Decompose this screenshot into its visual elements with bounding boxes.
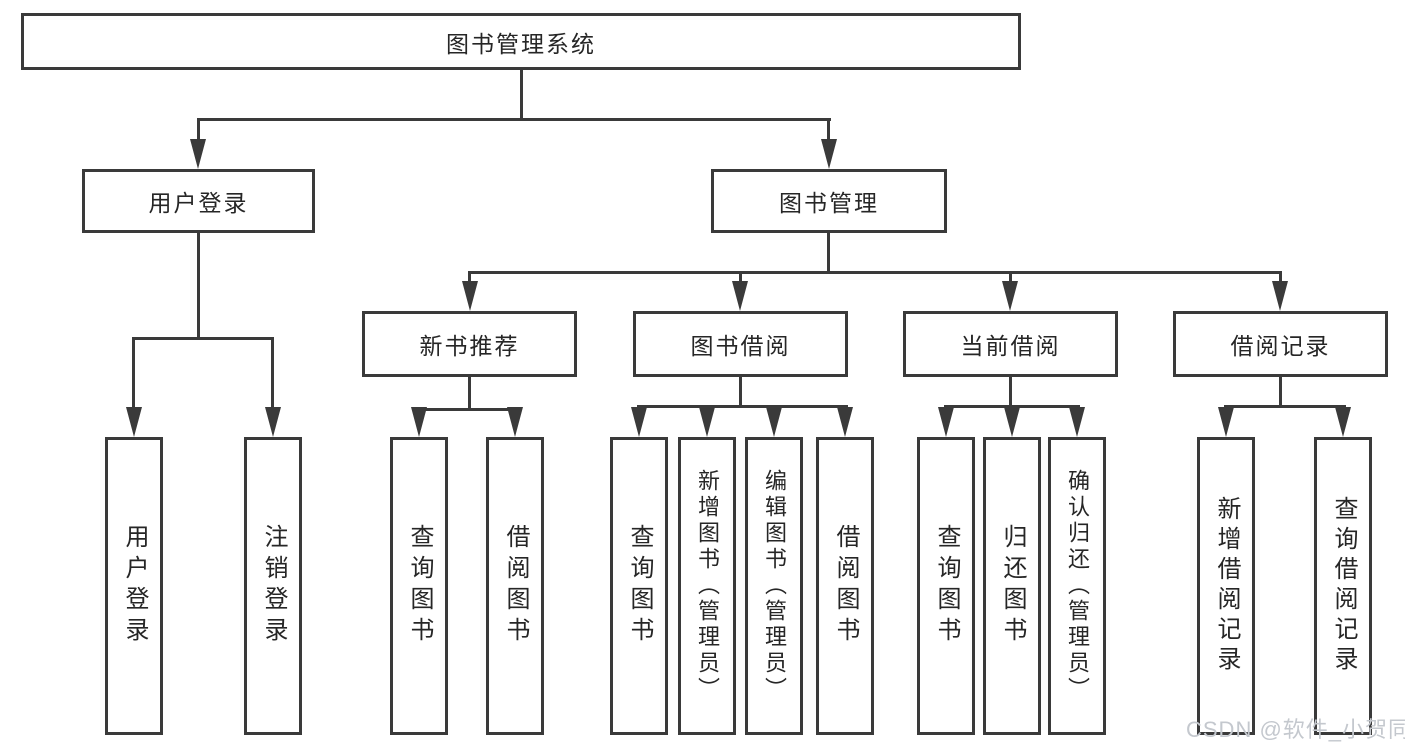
edge-to-current (1009, 271, 1012, 284)
arrow-down-icon (507, 407, 523, 437)
arrow-down-icon (1218, 407, 1234, 437)
leaf-user-login: 用户登录 (105, 437, 163, 735)
leaf-confirm-return-admin: 确认归还（管理员） (1048, 437, 1106, 735)
edge-user-login-stem (197, 233, 200, 339)
leaf-logout: 注销登录 (244, 437, 302, 735)
arrow-down-icon (190, 139, 206, 169)
node-label: 图书管理 (779, 190, 879, 216)
leaf-label: 编辑图书（管理员） (762, 469, 787, 703)
leaf-label: 新增借阅记录 (1213, 496, 1240, 676)
arrow-down-icon (699, 407, 715, 437)
edge-current-stem (1009, 377, 1012, 407)
arrow-down-icon (411, 407, 427, 437)
node-book-borrow: 图书借阅 (633, 311, 848, 377)
arrow-down-icon (821, 139, 837, 169)
node-label: 用户登录 (148, 190, 249, 216)
leaf-label: 查询借阅记录 (1330, 496, 1357, 676)
leaf-label: 确认归还（管理员） (1065, 469, 1090, 703)
leaf-label: 借阅图书 (502, 524, 529, 648)
node-user-login: 用户登录 (82, 169, 315, 233)
edge-borrow-rail (637, 405, 848, 408)
arrow-down-icon (265, 407, 281, 437)
edge-user-login-rail (132, 337, 274, 340)
edge-level3-rail (468, 271, 1282, 274)
leaf-label: 用户登录 (121, 524, 148, 648)
edge-records-stem (1279, 377, 1282, 407)
leaf-label: 注销登录 (260, 524, 287, 648)
leaf-return-book: 归还图书 (983, 437, 1041, 735)
edge-book-mgmt-stem (827, 233, 830, 274)
leaf-query-books-borrow: 查询图书 (610, 437, 668, 735)
arrow-down-icon (631, 407, 647, 437)
leaf-query-borrow-record: 查询借阅记录 (1314, 437, 1372, 735)
csdn-watermark: CSDN @软件_小贺同学 (1186, 717, 1405, 742)
arrow-down-icon (732, 281, 748, 311)
node-current-borrow: 当前借阅 (903, 311, 1118, 377)
leaf-label: 查询图书 (626, 524, 653, 648)
edge-to-book-mgmt (827, 118, 830, 143)
edge-current-rail (944, 405, 1080, 408)
leaf-query-books-current: 查询图书 (917, 437, 975, 735)
edge-to-user-login (197, 118, 200, 143)
arrow-down-icon (462, 281, 478, 311)
leaf-label: 归还图书 (999, 524, 1026, 648)
arrow-down-icon (766, 407, 782, 437)
node-book-management: 图书管理 (711, 169, 947, 233)
arrow-down-icon (1002, 281, 1018, 311)
arrow-down-icon (837, 407, 853, 437)
node-library-management-system: 图书管理系统 (21, 13, 1021, 70)
node-label: 借阅记录 (1230, 333, 1331, 359)
node-label: 图书管理系统 (446, 30, 596, 57)
edge-records-rail (1224, 405, 1346, 408)
leaf-label: 查询图书 (406, 524, 433, 648)
arrow-down-icon (1004, 407, 1020, 437)
leaf-borrow-books-borrow: 借阅图书 (816, 437, 874, 735)
edge-new-book-rail (417, 408, 518, 411)
arrow-down-icon (1272, 281, 1288, 311)
edge-root-stem (520, 69, 523, 120)
arrow-down-icon (1069, 407, 1085, 437)
leaf-label: 查询图书 (933, 524, 960, 648)
arrow-down-icon (938, 407, 954, 437)
edge-to-records (1279, 271, 1282, 284)
node-new-book-recommend: 新书推荐 (362, 311, 577, 377)
leaf-query-books-newbook: 查询图书 (390, 437, 448, 735)
edge-to-borrow (739, 271, 742, 284)
leaf-edit-book-admin: 编辑图书（管理员） (745, 437, 803, 735)
node-label: 新书推荐 (419, 333, 520, 359)
edge-to-leaf-logout (271, 337, 274, 410)
leaf-add-book-admin: 新增图书（管理员） (678, 437, 736, 735)
edge-new-book-stem (468, 377, 471, 410)
leaf-label: 新增图书（管理员） (695, 469, 720, 703)
edge-level2-rail (197, 118, 831, 121)
arrow-down-icon (126, 407, 142, 437)
edge-to-new-book (468, 271, 471, 284)
edge-borrow-stem (739, 377, 742, 407)
edge-to-leaf-user-login (132, 337, 135, 410)
leaf-add-borrow-record: 新增借阅记录 (1197, 437, 1255, 735)
node-label: 图书借阅 (690, 333, 791, 359)
node-borrow-records: 借阅记录 (1173, 311, 1388, 377)
arrow-down-icon (1335, 407, 1351, 437)
leaf-label: 借阅图书 (832, 524, 859, 648)
node-label: 当前借阅 (960, 333, 1061, 359)
leaf-borrow-books-newbook: 借阅图书 (486, 437, 544, 735)
